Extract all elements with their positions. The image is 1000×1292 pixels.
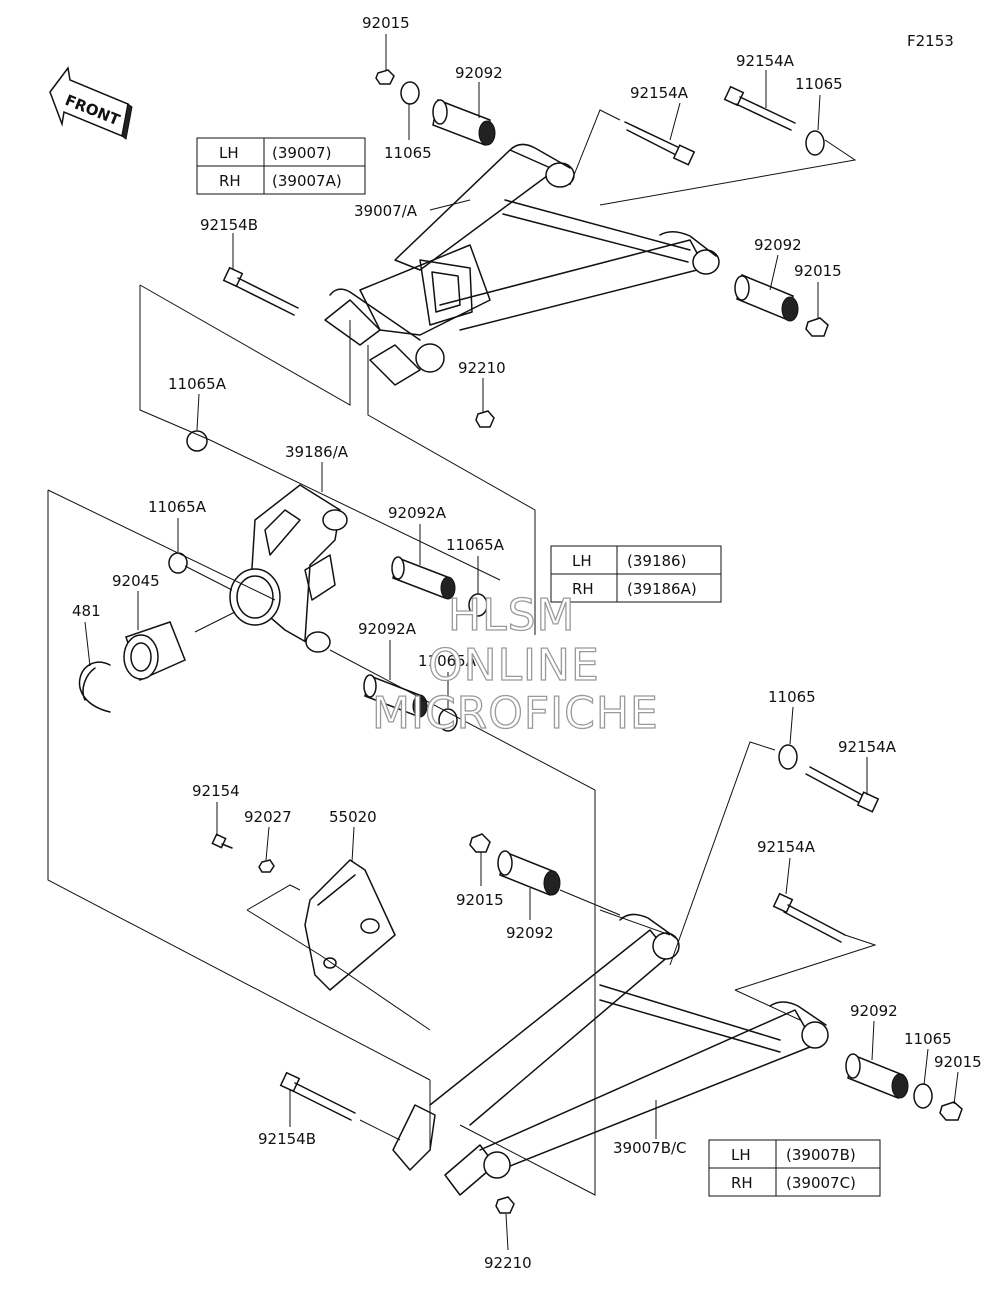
callout-label[interactable]: 92015 bbox=[794, 262, 842, 280]
callout-label[interactable]: 92092 bbox=[754, 236, 802, 254]
callout-label[interactable]: 11065A bbox=[418, 652, 477, 670]
callout-label[interactable]: 92154A bbox=[630, 84, 689, 102]
callout-label[interactable]: 92092A bbox=[388, 504, 447, 522]
callout-label[interactable]: 92092 bbox=[850, 1002, 898, 1020]
knuckle-hardware bbox=[78, 430, 488, 732]
callout-label[interactable]: 92015 bbox=[934, 1053, 982, 1071]
svg-text:(39007C): (39007C) bbox=[786, 1174, 856, 1192]
callouts: 92015 92092 11065 92154A 92154A 11065 39… bbox=[72, 14, 982, 1272]
callout-label[interactable]: 39186/A bbox=[285, 443, 349, 461]
callout-label[interactable]: 92015 bbox=[362, 14, 410, 32]
svg-text:LH: LH bbox=[731, 1146, 751, 1164]
svg-text:(39007): (39007) bbox=[272, 144, 331, 162]
callout-label[interactable]: 92027 bbox=[244, 808, 292, 826]
svg-text:LH: LH bbox=[572, 552, 592, 570]
callout-label[interactable]: 92092 bbox=[506, 924, 554, 942]
upper-guide-lines bbox=[139, 109, 857, 635]
svg-text:(39186A): (39186A) bbox=[627, 580, 697, 598]
svg-text:MICROFICHE: MICROFICHE bbox=[372, 688, 659, 739]
figure-code: F2153 bbox=[907, 32, 954, 50]
callout-label[interactable]: 92154A bbox=[757, 838, 816, 856]
callout-label[interactable]: 11065A bbox=[446, 536, 505, 554]
lower-hardware bbox=[279, 744, 963, 1214]
callout-label[interactable]: 92210 bbox=[458, 359, 506, 377]
svg-text:ONLINE: ONLINE bbox=[428, 640, 600, 691]
lower-guide-lines bbox=[359, 741, 877, 1150]
callout-label[interactable]: 92154B bbox=[258, 1130, 316, 1148]
callout-label[interactable]: 92092 bbox=[455, 64, 503, 82]
callout-label[interactable]: 11065 bbox=[795, 75, 843, 93]
svg-text:(39007A): (39007A) bbox=[272, 172, 342, 190]
lhrh-table-upper-arm: LH (39007) RH (39007A) bbox=[196, 137, 366, 195]
svg-text:HLSM: HLSM bbox=[448, 590, 576, 641]
callout-label[interactable]: 11065A bbox=[148, 498, 207, 516]
callout-label[interactable]: 481 bbox=[72, 602, 101, 620]
callout-label[interactable]: 92015 bbox=[456, 891, 504, 909]
front-arrow-icon: FRONT bbox=[49, 66, 133, 140]
svg-text:RH: RH bbox=[572, 580, 594, 598]
callout-leaders bbox=[84, 34, 959, 1251]
callout-label[interactable]: 39007/A bbox=[354, 202, 418, 220]
callout-label[interactable]: 11065 bbox=[904, 1030, 952, 1048]
watermark: HLSM ONLINE MICROFICHE bbox=[371, 589, 659, 739]
callout-label[interactable]: 92045 bbox=[112, 572, 160, 590]
callout-label[interactable]: 92154A bbox=[736, 52, 795, 70]
lhrh-table-lower-arm: LH (39007B) RH (39007C) bbox=[708, 1139, 881, 1197]
knuckle bbox=[229, 484, 348, 653]
lower-a-arm bbox=[392, 913, 829, 1196]
callout-label[interactable]: 92092A bbox=[358, 620, 417, 638]
callout-label[interactable]: 92154B bbox=[200, 216, 258, 234]
callout-label[interactable]: 92154 bbox=[192, 782, 240, 800]
callout-label[interactable]: 92154A bbox=[838, 738, 897, 756]
callout-label[interactable]: 11065 bbox=[384, 144, 432, 162]
svg-text:RH: RH bbox=[731, 1174, 753, 1192]
knuckle-guide-lines bbox=[47, 489, 596, 1196]
callout-label[interactable]: 39007B/C bbox=[613, 1139, 687, 1157]
svg-text:(39007B): (39007B) bbox=[786, 1146, 856, 1164]
upper-a-arm bbox=[324, 143, 720, 386]
callout-label[interactable]: 92210 bbox=[484, 1254, 532, 1272]
callout-label[interactable]: 11065 bbox=[768, 688, 816, 706]
callout-label[interactable]: 55020 bbox=[329, 808, 377, 826]
callout-label[interactable]: 11065A bbox=[168, 375, 227, 393]
svg-text:RH: RH bbox=[219, 172, 241, 190]
svg-text:(39186): (39186) bbox=[627, 552, 686, 570]
guard-plate bbox=[211, 833, 431, 1031]
upper-hardware bbox=[222, 69, 829, 428]
svg-text:LH: LH bbox=[219, 144, 239, 162]
lhrh-table-knuckle: LH (39186) RH (39186A) bbox=[550, 545, 722, 603]
